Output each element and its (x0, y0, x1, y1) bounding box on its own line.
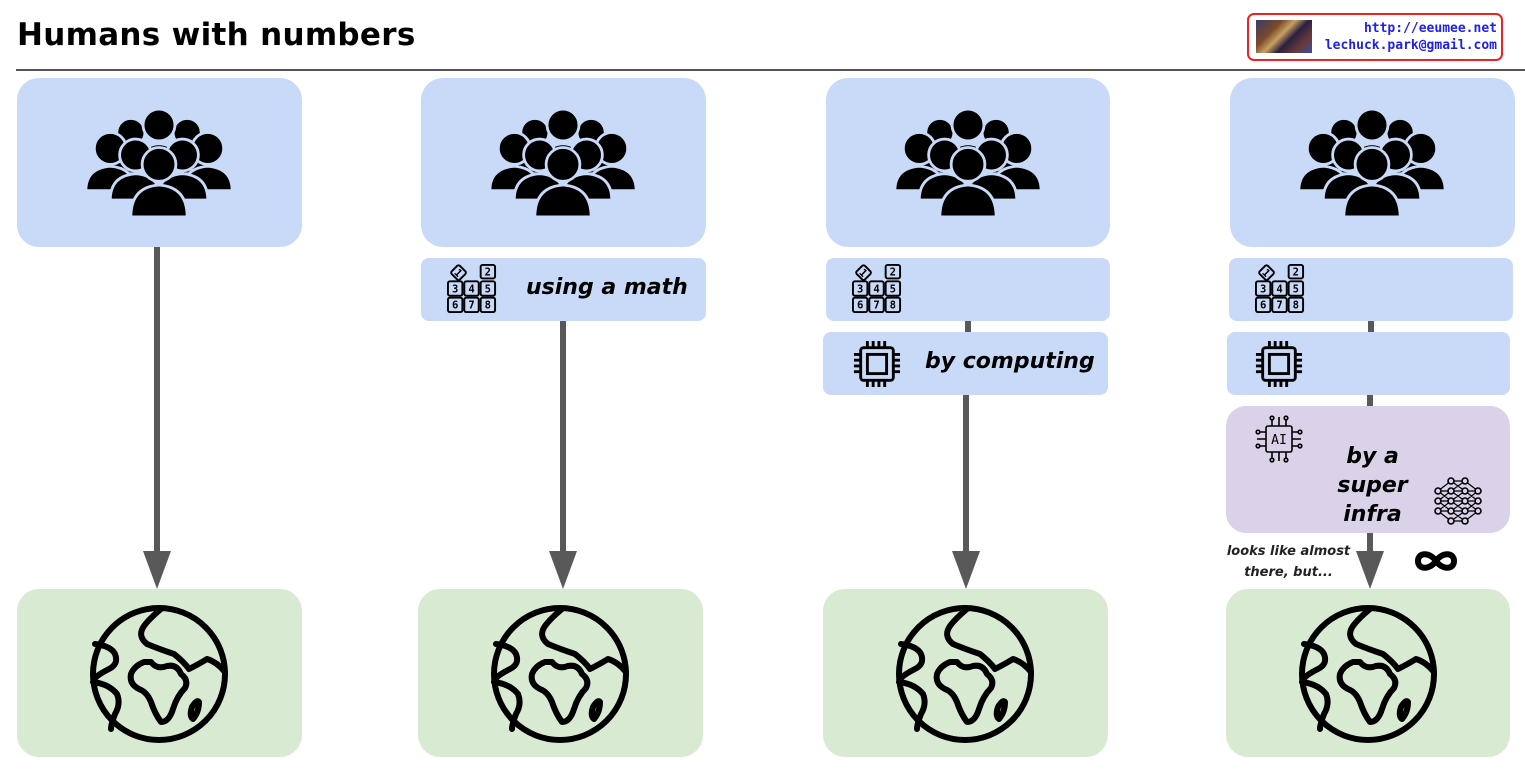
humans-box (17, 78, 302, 247)
earth-globe-icon (1298, 604, 1438, 744)
infinity-icon (1414, 551, 1458, 571)
neural-network-icon (1432, 476, 1484, 526)
humans-box (826, 78, 1110, 247)
earth-box (17, 589, 302, 757)
layer-label: by computing (925, 349, 1095, 374)
humans-box (421, 78, 706, 247)
computing-layer: by computing (823, 332, 1108, 395)
people-group-icon (1297, 106, 1447, 219)
layer-label: using a math (526, 275, 688, 300)
arrow-shaft (154, 247, 160, 552)
arrow-shaft-segment (1368, 321, 1374, 332)
ai-chip-icon (1254, 414, 1304, 464)
earth-globe-icon (490, 604, 630, 744)
people-group-icon (893, 106, 1043, 219)
math-layer (1229, 258, 1513, 321)
author-url-link[interactable]: http://eeumee.net (1363, 21, 1497, 36)
math-layer (826, 258, 1110, 321)
earth-box (418, 589, 703, 757)
people-group-icon (84, 106, 234, 219)
arrow-shaft (560, 321, 566, 552)
author-thumbnail (1256, 20, 1312, 53)
earth-box (1226, 589, 1510, 757)
arrow-shaft (1367, 533, 1373, 552)
arrow-head (549, 551, 577, 589)
arrow-shaft-segment (1367, 395, 1373, 406)
computing-layer (1227, 332, 1510, 395)
number-blocks-icon (852, 264, 902, 314)
page-title: Humans with numbers (17, 17, 416, 53)
earth-globe-icon (89, 604, 229, 744)
math-layer: using a math (421, 258, 706, 321)
cpu-chip-icon (853, 340, 901, 388)
arrow-head (1356, 551, 1384, 589)
arrow-shaft-segment (965, 321, 971, 332)
arrow-head (143, 551, 171, 589)
header-divider (16, 69, 1525, 71)
number-blocks-icon (447, 264, 497, 314)
humans-box (1230, 78, 1515, 247)
people-group-icon (488, 106, 638, 219)
author-email-link[interactable]: lechuck.park@gmail.com (1324, 38, 1497, 53)
arrow-shaft (963, 395, 969, 552)
author-badge[interactable]: http://eeumee.net lechuck.park@gmail.com (1247, 13, 1503, 61)
number-blocks-icon (1255, 264, 1305, 314)
earth-globe-icon (895, 604, 1035, 744)
earth-box (823, 589, 1108, 757)
arrow-head (952, 551, 980, 589)
cpu-chip-icon (1255, 340, 1303, 388)
